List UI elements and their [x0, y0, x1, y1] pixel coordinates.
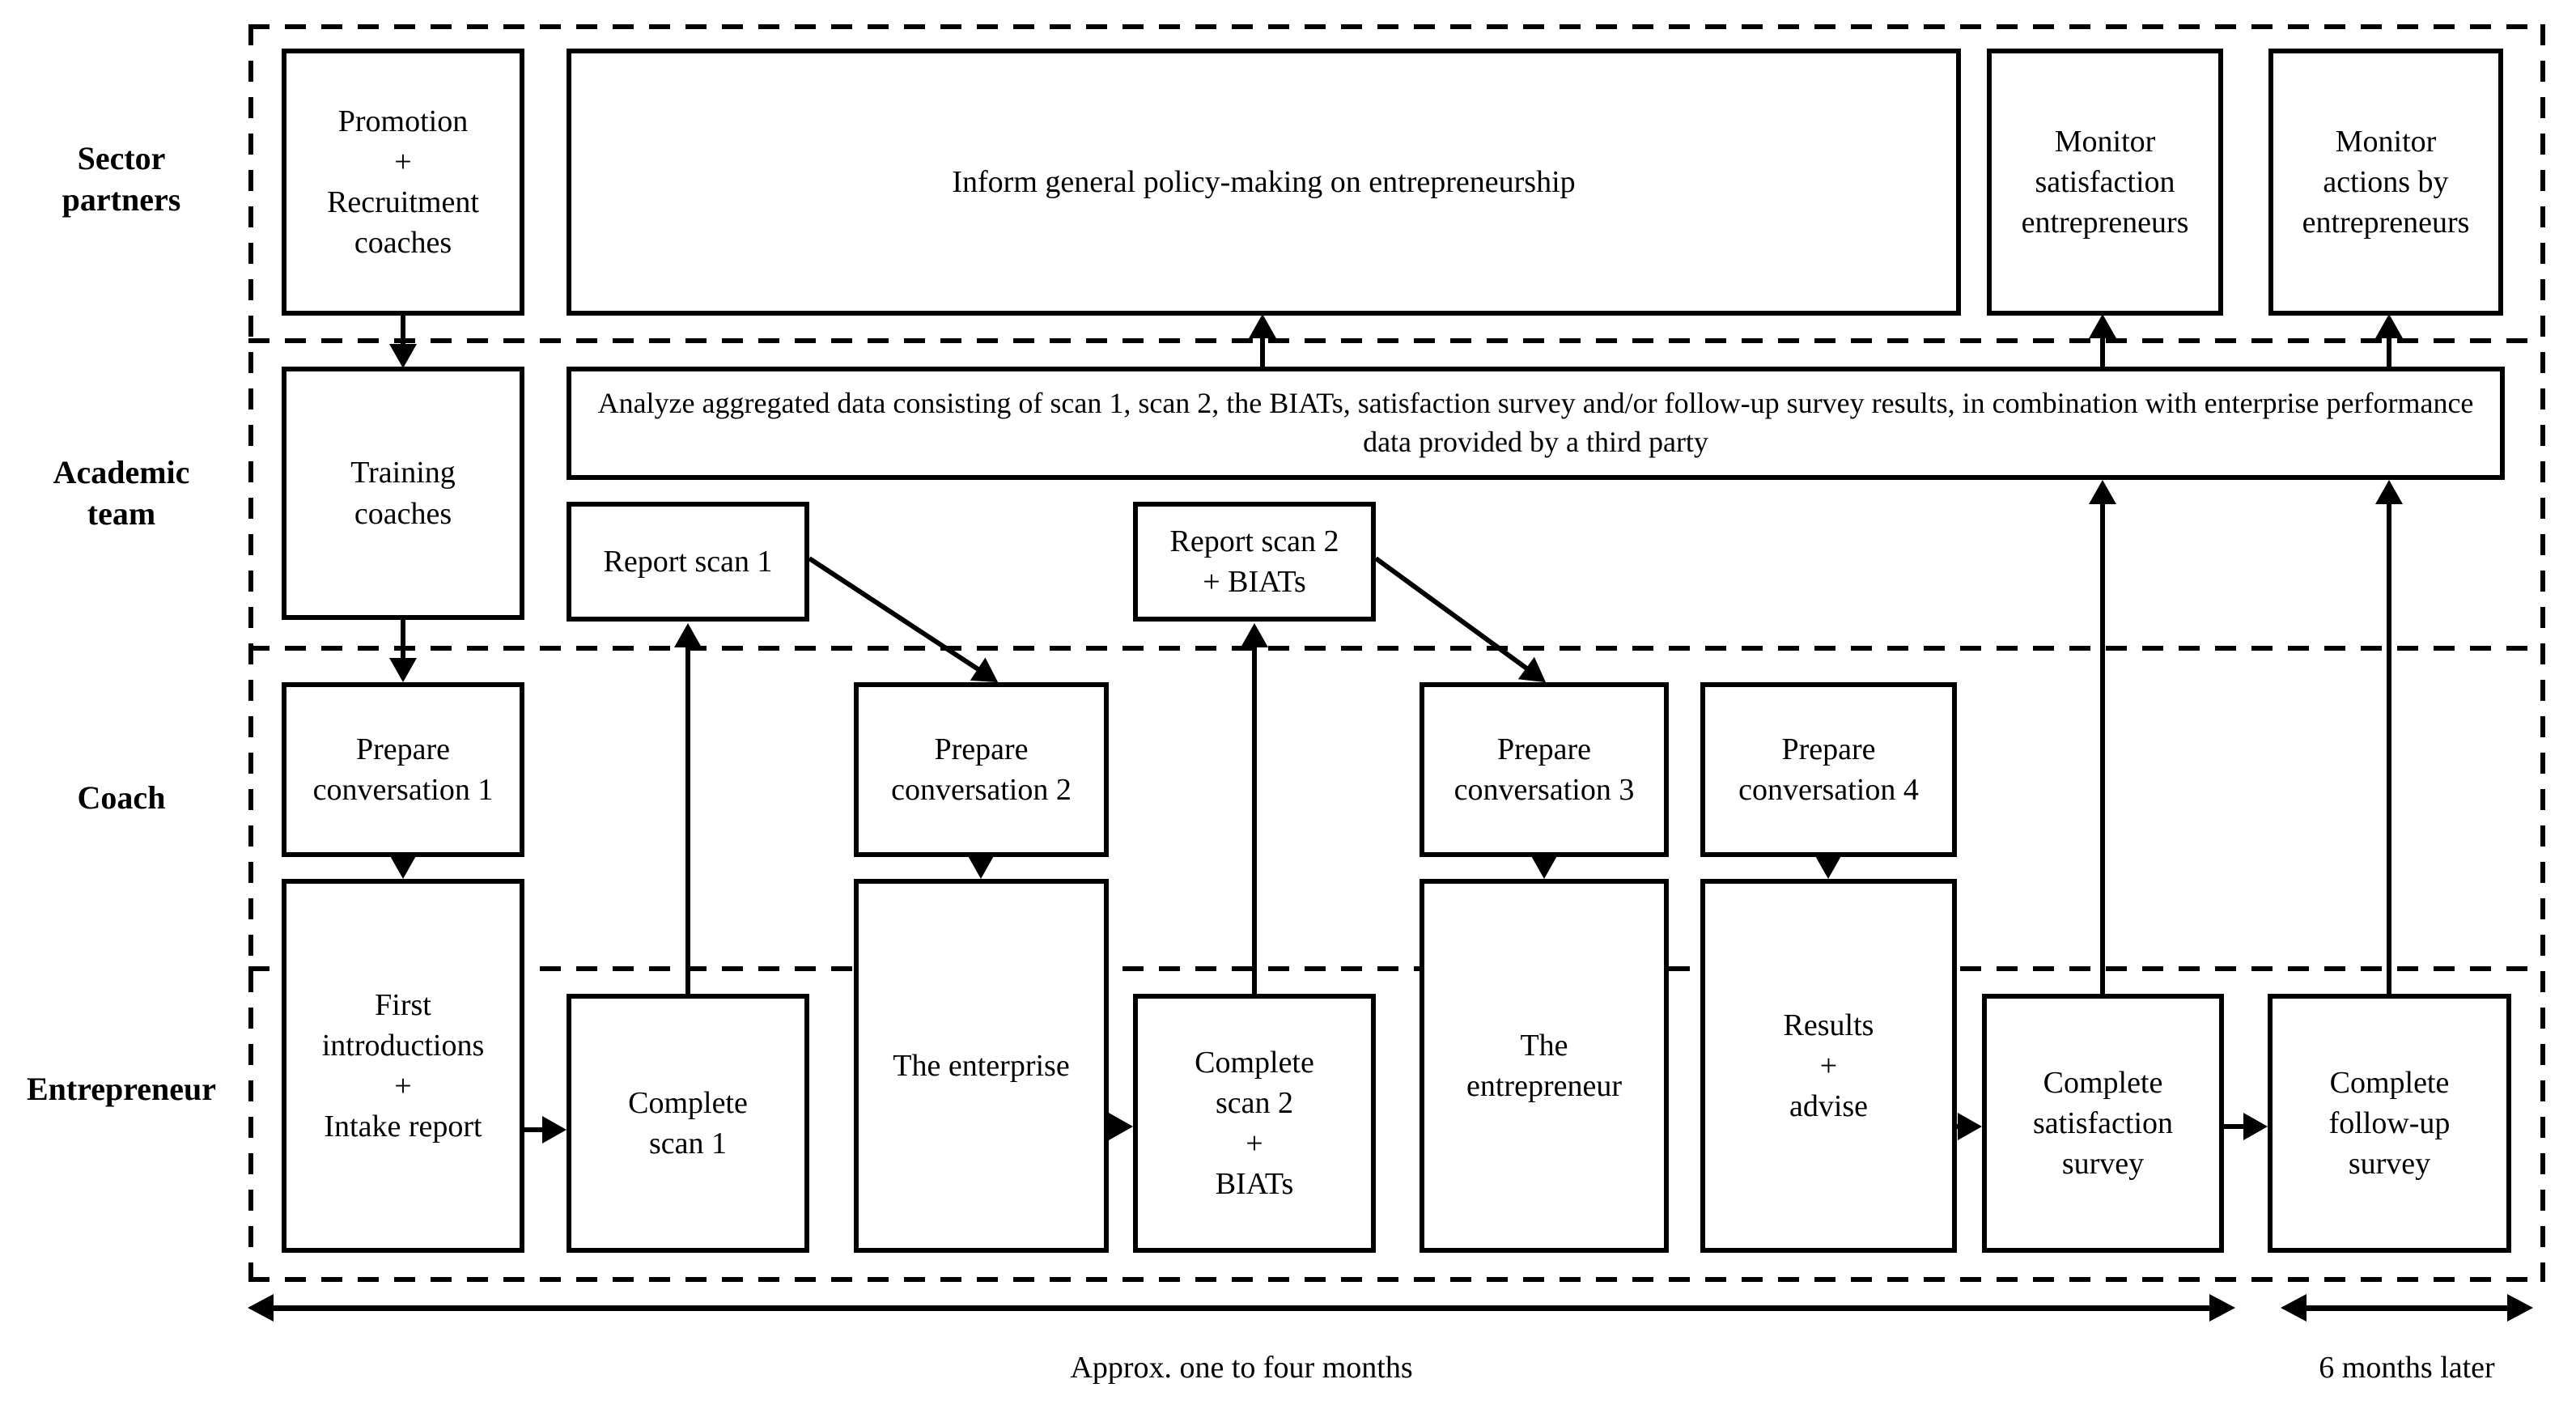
arrow-scan2-to-report2-line — [1252, 646, 1257, 994]
box-prepare-conversation-3: Prepare conversation 3 — [1420, 682, 1669, 857]
arrow-training-to-prep1-head — [389, 658, 417, 682]
arrow-prep4-to-results-head — [1814, 855, 1842, 879]
outer-dashed-border-right — [2540, 24, 2545, 1282]
arrow-report2-to-prep3-line — [1374, 556, 1530, 672]
arrow-training-to-prep1-line — [401, 618, 405, 660]
arrow-analyze-to-monitor-satisfaction-line — [2100, 337, 2105, 367]
lane-divider-academic-coach — [248, 646, 2540, 651]
box-promotion-recruitment: Promotion + Recruitment coaches — [282, 49, 524, 316]
timeline-label-6-months-later: 6 months later — [2319, 1351, 2495, 1385]
box-prepare-conversation-2: Prepare conversation 2 — [854, 682, 1109, 857]
arrow-analyze-to-monitor-actions-line — [2387, 337, 2391, 367]
arrow-followup-to-analyze-head — [2375, 480, 2403, 504]
box-complete-scan-2-biats: Complete scan 2 + BIATs — [1133, 994, 1376, 1253]
timeline-short-arrow-right-head — [2507, 1294, 2533, 1322]
box-the-enterprise: The enterprise — [854, 879, 1109, 1253]
lane-label-academic-team: Academic team — [53, 454, 190, 533]
lane-label-entrepreneur: Entrepreneur — [26, 1071, 217, 1107]
arrow-scan1-to-report1-line — [685, 646, 690, 994]
arrow-promotion-to-training-head — [389, 344, 417, 368]
box-training-coaches: Training coaches — [282, 367, 524, 620]
box-monitor-satisfaction: Monitor satisfaction entrepreneurs — [1987, 49, 2223, 316]
timeline-short-arrow-left-head — [2281, 1294, 2307, 1322]
arrow-results-to-satisfaction-head — [1958, 1113, 1982, 1140]
box-first-introductions-intake: First introductions + Intake report — [282, 879, 524, 1253]
arrow-satisfaction-to-analyze-head — [2089, 480, 2116, 504]
arrow-analyze-to-inform-line — [1260, 337, 1265, 367]
arrow-enterprise-to-scan2-head — [1109, 1113, 1133, 1140]
arrow-report2-to-prep3 — [1368, 547, 1555, 694]
lane-label-coach: Coach — [77, 779, 166, 816]
arrow-report1-to-prep2-line — [808, 556, 981, 673]
arrow-report1-to-prep2 — [802, 547, 1006, 694]
box-report-scan-1: Report scan 1 — [567, 502, 809, 622]
lane-divider-coach-entrepreneur — [248, 966, 2540, 971]
box-the-entrepreneur: The entrepreneur — [1420, 879, 1669, 1253]
timeline-long-arrow-line — [272, 1305, 2211, 1311]
arrow-prep2-to-enterprise-head — [967, 855, 995, 879]
timeline-label-approx-months: Approx. one to four months — [1070, 1351, 1413, 1385]
box-complete-follow-up-survey: Complete follow-up survey — [2268, 994, 2511, 1253]
box-inform-policy-making: Inform general policy-making on entrepre… — [567, 49, 1961, 316]
arrow-first-to-scan1-head — [542, 1116, 567, 1144]
lane-divider-sector-academic — [248, 338, 2540, 343]
arrow-satisfaction-to-followup-head — [2243, 1113, 2268, 1140]
timeline-short-arrow-line — [2305, 1305, 2509, 1311]
lane-label-sector-partners: Sector partners — [62, 140, 181, 219]
arrow-satisfaction-to-followup-line — [2224, 1124, 2245, 1129]
arrow-satisfaction-to-analyze-line — [2100, 503, 2105, 994]
box-report-scan-2-biats: Report scan 2 + BIATs — [1133, 502, 1376, 622]
box-prepare-conversation-4: Prepare conversation 4 — [1700, 682, 1957, 857]
box-analyze-aggregated-data: Analyze aggregated data consisting of sc… — [567, 367, 2505, 480]
box-monitor-actions: Monitor actions by entrepreneurs — [2268, 49, 2503, 316]
timeline-long-arrow-right-head — [2209, 1294, 2235, 1322]
timeline-long-arrow-left-head — [248, 1294, 274, 1322]
arrow-scan2-to-report2-head — [1241, 623, 1268, 647]
arrow-first-to-scan1-line — [524, 1127, 545, 1132]
arrow-prep1-to-first-head — [389, 855, 417, 879]
outer-dashed-border-bottom — [248, 1277, 2545, 1282]
arrow-analyze-to-monitor-satisfaction-head — [2089, 314, 2116, 338]
outer-dashed-border-left — [248, 24, 253, 1282]
arrow-promotion-to-training-line — [401, 312, 405, 346]
arrow-analyze-to-monitor-actions-head — [2375, 314, 2403, 338]
arrow-followup-to-analyze-line — [2387, 503, 2391, 994]
box-results-advise: Results + advise — [1700, 879, 1957, 1253]
outer-dashed-border-top — [248, 24, 2545, 29]
box-complete-scan-1: Complete scan 1 — [567, 994, 809, 1253]
arrow-analyze-to-inform-head — [1249, 314, 1276, 338]
arrow-scan1-to-report1-head — [674, 623, 702, 647]
arrow-prep3-to-entrepreneur-head — [1530, 855, 1558, 879]
box-complete-satisfaction-survey: Complete satisfaction survey — [1982, 994, 2224, 1253]
box-prepare-conversation-1: Prepare conversation 1 — [282, 682, 524, 857]
